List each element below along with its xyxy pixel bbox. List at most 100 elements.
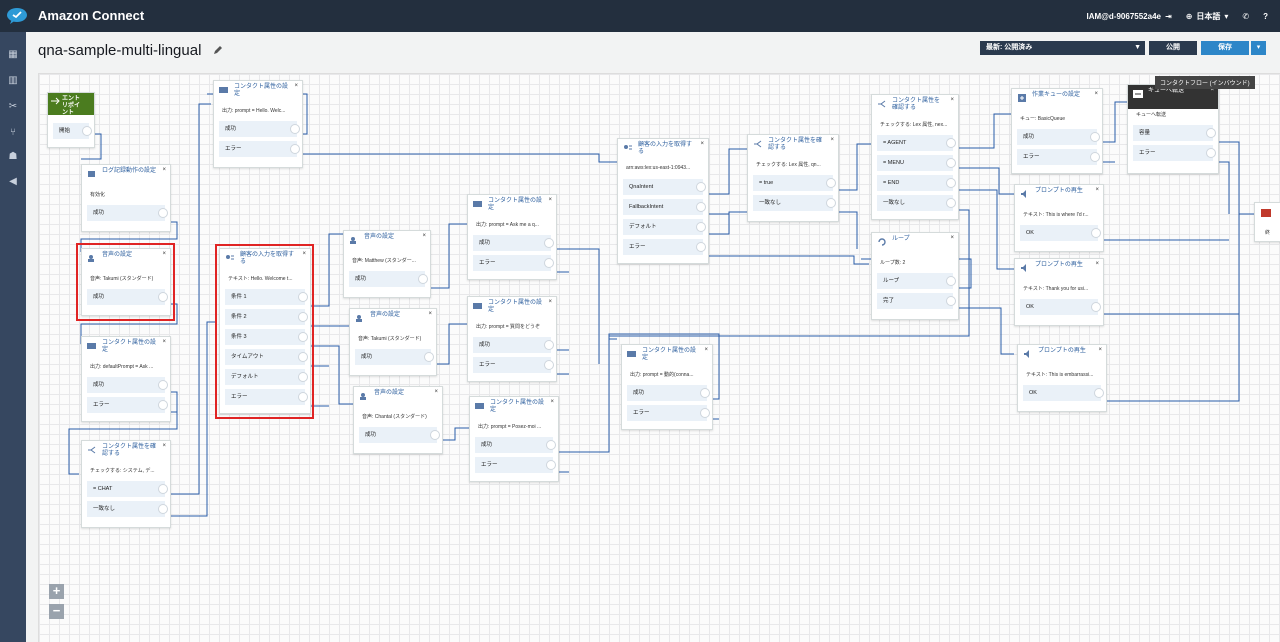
wire[interactable] xyxy=(837,211,858,249)
connector-dot[interactable] xyxy=(1091,228,1101,238)
wire[interactable] xyxy=(957,113,1011,149)
wire[interactable] xyxy=(555,248,600,364)
connector-dot[interactable] xyxy=(826,178,836,188)
set-voice-block[interactable]: 音声の設定× 音声: Matthew (スタンダー... 成功 xyxy=(343,230,431,298)
wire[interactable] xyxy=(707,255,869,265)
connector-dot[interactable] xyxy=(696,202,706,212)
branch-end[interactable]: = END xyxy=(877,175,956,191)
wire[interactable] xyxy=(435,323,467,365)
wire[interactable] xyxy=(957,189,1014,270)
branch-success[interactable]: 成功 xyxy=(359,427,440,443)
wire[interactable] xyxy=(608,333,720,400)
branch-menu[interactable]: = MENU xyxy=(877,155,956,171)
check-contact-attributes-block[interactable]: コンタクト属性を確認する× チェックする: Lex 属性, nex... = A… xyxy=(871,94,959,220)
branch-error[interactable]: エラー xyxy=(623,239,706,255)
connector-dot[interactable] xyxy=(424,352,434,362)
branch-error[interactable]: エラー xyxy=(473,255,554,271)
connector-dot[interactable] xyxy=(946,138,956,148)
branch-no-match[interactable]: 一致なし xyxy=(753,195,836,211)
wire[interactable] xyxy=(1215,161,1230,214)
save-button[interactable]: 保存 xyxy=(1201,41,1249,55)
wire[interactable] xyxy=(171,411,178,429)
connector-dot[interactable] xyxy=(544,340,554,350)
connector-dot[interactable] xyxy=(158,400,168,410)
logout-icon[interactable]: ⇥ xyxy=(1164,11,1172,21)
branch-timeout[interactable]: タイムアウト xyxy=(225,349,308,365)
close-icon[interactable]: × xyxy=(548,197,552,203)
wire[interactable] xyxy=(311,345,353,405)
branch-error[interactable]: エラー xyxy=(475,457,556,473)
branch-error[interactable]: エラー xyxy=(87,397,168,413)
play-prompt-block[interactable]: プロンプトの再生× テキスト: Thank you for usi... OK xyxy=(1014,258,1104,326)
branch-error[interactable]: エラー xyxy=(1017,149,1100,165)
connector-dot[interactable] xyxy=(298,352,308,362)
users-icon[interactable]: ☗ xyxy=(8,151,18,162)
branch-default[interactable]: デフォルト xyxy=(623,219,706,235)
set-voice-block[interactable]: 音声の設定× 音声: Takumi (スタンダード) 成功 xyxy=(81,248,171,316)
connector-dot[interactable] xyxy=(430,430,440,440)
help-icon[interactable]: ? xyxy=(1263,11,1268,21)
pencil-icon[interactable] xyxy=(212,44,224,56)
set-contact-attributes-block[interactable]: コンタクト属性の設定× 出力: prompt = Posez-moi ... 成… xyxy=(469,396,559,482)
wire[interactable] xyxy=(707,148,747,195)
close-icon[interactable]: × xyxy=(428,311,432,317)
zoom-in-button[interactable]: + xyxy=(49,584,64,599)
close-icon[interactable]: × xyxy=(1210,87,1214,93)
close-icon[interactable]: × xyxy=(162,443,166,449)
logging-behavior-block[interactable]: ログ記録動作の設定× 有効化 成功 xyxy=(81,164,171,232)
connector-dot[interactable] xyxy=(946,158,956,168)
branch-success[interactable]: 成功 xyxy=(355,349,434,365)
close-icon[interactable]: × xyxy=(1095,261,1099,267)
flow-canvas[interactable]: エントリポイント 開始 ログ記録動作の設定× 有効化 成功 音声の設定× 音声:… xyxy=(38,73,1280,642)
branch-at-capacity[interactable]: 容量 xyxy=(1133,125,1216,141)
branch-true[interactable]: = true xyxy=(753,175,836,191)
set-contact-attributes-block[interactable]: コンタクト属性の設定× 出力: prompt = Hello. Welc... … xyxy=(213,80,303,168)
close-icon[interactable]: × xyxy=(1094,91,1098,97)
connector-dot[interactable] xyxy=(1206,128,1216,138)
close-icon[interactable]: × xyxy=(550,399,554,405)
wire[interactable] xyxy=(1105,214,1240,402)
connector-dot[interactable] xyxy=(158,484,168,494)
wire[interactable] xyxy=(68,391,178,475)
close-icon[interactable]: × xyxy=(434,389,438,395)
disconnect-block[interactable]: 終 xyxy=(1254,202,1280,242)
branch-success[interactable]: 成功 xyxy=(1017,129,1100,145)
close-icon[interactable]: × xyxy=(830,137,834,143)
connector-dot[interactable] xyxy=(946,296,956,306)
branch-condition-3[interactable]: 条件 3 xyxy=(225,329,308,345)
check-contact-attributes-block[interactable]: コンタクト属性を確認する× チェックする: Lex 属性, qn... = tr… xyxy=(747,134,839,222)
connector-dot[interactable] xyxy=(546,460,556,470)
connector-dot[interactable] xyxy=(544,360,554,370)
close-icon[interactable]: × xyxy=(162,339,166,345)
connector-dot[interactable] xyxy=(700,388,710,398)
set-contact-attributes-block[interactable]: コンタクト属性の設定× 出力: prompt = 質問をどうぞ 成功 エラー xyxy=(467,296,557,382)
wire[interactable] xyxy=(707,211,747,235)
wire[interactable] xyxy=(171,103,211,495)
connector-dot[interactable] xyxy=(946,276,956,286)
wire[interactable] xyxy=(1215,141,1254,215)
routing-icon[interactable]: ✂ xyxy=(8,101,18,112)
connector-dot[interactable] xyxy=(1090,152,1100,162)
connector-dot[interactable] xyxy=(696,242,706,252)
connector-dot[interactable] xyxy=(82,126,92,136)
connector-dot[interactable] xyxy=(290,144,300,154)
close-icon[interactable]: × xyxy=(162,251,166,257)
wire[interactable] xyxy=(609,209,970,337)
branch-condition-1[interactable]: 条件 1 xyxy=(225,289,308,305)
wire[interactable] xyxy=(1101,101,1129,143)
branch-ok[interactable]: OK xyxy=(1020,225,1101,241)
wire[interactable] xyxy=(80,303,178,344)
loop-block[interactable]: ループ× ループ数: 2 ループ 完了 xyxy=(871,232,959,320)
connector-dot[interactable] xyxy=(290,124,300,134)
connector-dot[interactable] xyxy=(1091,302,1101,312)
branch-success[interactable]: 成功 xyxy=(87,205,168,221)
close-icon[interactable]: × xyxy=(1095,187,1099,193)
close-icon[interactable]: × xyxy=(704,347,708,353)
connector-dot[interactable] xyxy=(298,392,308,402)
connector-dot[interactable] xyxy=(946,198,956,208)
connector-dot[interactable] xyxy=(158,380,168,390)
amazon-connect-logo-icon[interactable] xyxy=(6,5,28,27)
wire[interactable] xyxy=(311,233,343,307)
wire[interactable] xyxy=(441,427,469,441)
transfer-to-queue-block[interactable]: キューへ転送× キューへ転送 容量 エラー xyxy=(1127,84,1219,174)
